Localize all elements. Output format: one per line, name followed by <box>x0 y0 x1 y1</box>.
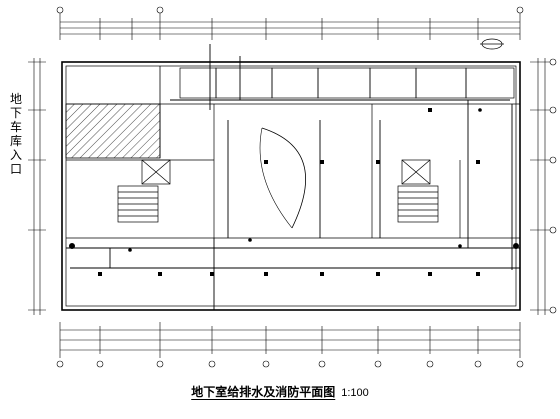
left-stair-core <box>117 159 171 223</box>
turning-circle <box>261 127 306 229</box>
drawing-scale: 1:100 <box>341 387 369 399</box>
piping-lines <box>66 44 520 310</box>
bottom-dimension-lines <box>60 329 520 351</box>
room-partitions <box>66 67 520 239</box>
right-axis-bubbles <box>549 58 557 314</box>
structural-columns <box>98 108 480 276</box>
garage-entrance-text: 地下车库入口 <box>9 92 22 176</box>
ramp-hatched-area <box>65 103 161 159</box>
drawing-caption: 地下室给排水及消防平面图 1:100 <box>0 383 560 400</box>
right-dimension-lines <box>530 58 550 315</box>
garage-entrance-label: 地下车库入口 <box>6 92 26 176</box>
bottom-axis-ticks <box>59 322 521 358</box>
building-outline <box>61 61 521 311</box>
top-axis-bubbles <box>56 6 524 14</box>
top-right-symbol <box>480 38 504 50</box>
bottom-axis-bubbles <box>56 360 524 368</box>
right-stair-core <box>397 159 439 223</box>
fixture-symbols <box>69 108 519 252</box>
left-dimension-lines <box>28 58 46 315</box>
drawing-title: 地下室给排水及消防平面图 <box>191 385 336 399</box>
turning-circle-inner <box>259 127 293 229</box>
top-axis-ticks <box>59 12 521 40</box>
top-dimension-lines <box>60 21 520 35</box>
